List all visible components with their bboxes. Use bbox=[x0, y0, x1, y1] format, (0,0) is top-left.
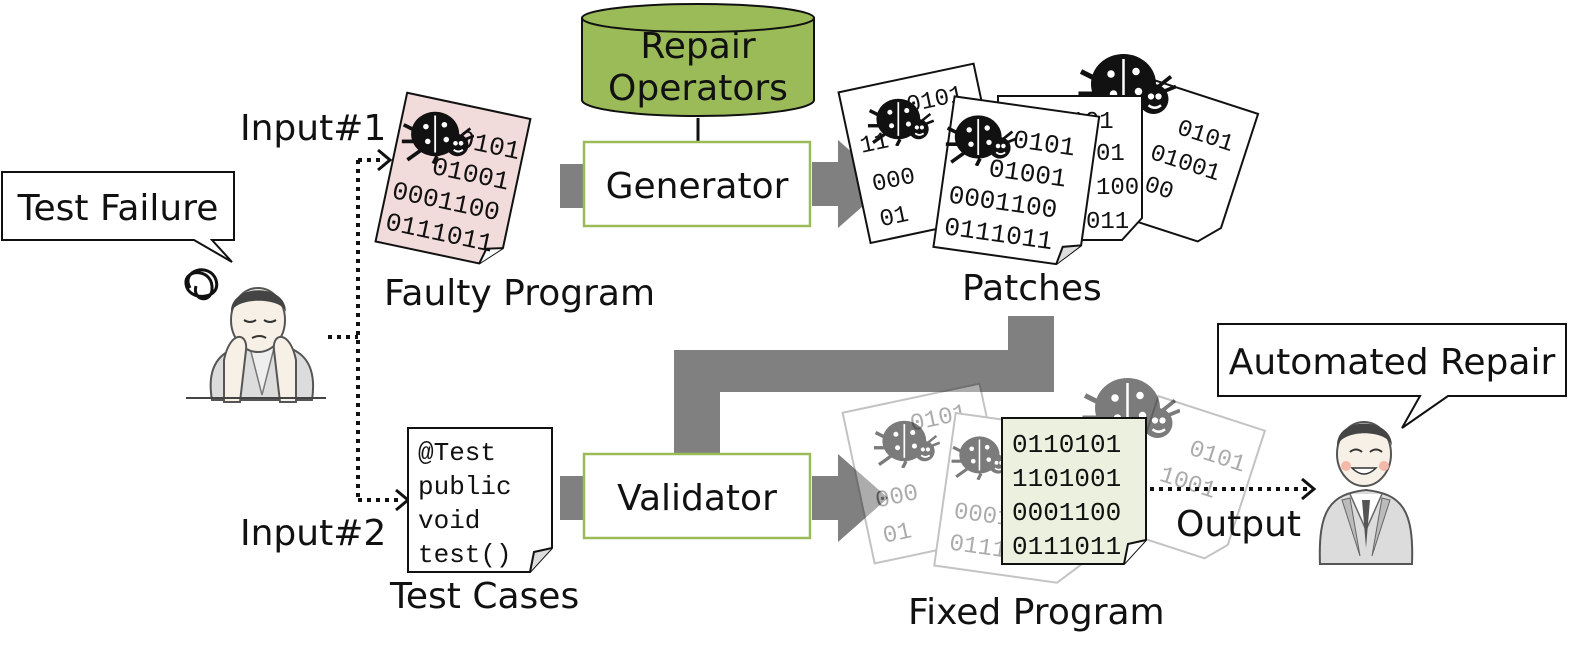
test-cases-document: @Test public void test() bbox=[407, 427, 553, 573]
fixed-code-line-3: 0001100 bbox=[1012, 498, 1121, 528]
test-code-line-3: void bbox=[418, 506, 480, 536]
repair-operators-line-2: Operators bbox=[608, 68, 788, 109]
input2-label: Input#2 bbox=[240, 513, 386, 554]
arrowhead-output bbox=[1301, 477, 1317, 501]
flow-arrows bbox=[560, 140, 1054, 542]
test-code-line-4: test() bbox=[418, 540, 512, 570]
fixed-program-document: 0110101 1101001 0001100 0111011 bbox=[1001, 417, 1147, 565]
worried-person-icon bbox=[184, 268, 326, 403]
faulty-program-label: Faulty Program bbox=[384, 273, 655, 314]
test-cases-label: Test Cases bbox=[389, 576, 579, 617]
svg-text:01: 01 bbox=[1096, 141, 1125, 168]
svg-text:100: 100 bbox=[1096, 175, 1139, 202]
happy-person-icon bbox=[1318, 421, 1414, 565]
test-code-line-2: public bbox=[418, 472, 512, 502]
arrowhead-input1 bbox=[377, 148, 393, 172]
input-connectors bbox=[328, 158, 398, 502]
faulty-program-document: 0101 01001 0001100 0111011 bbox=[374, 91, 532, 265]
fixed-program-label: Fixed Program bbox=[908, 592, 1165, 633]
automated-repair-text: Automated Repair bbox=[1229, 342, 1556, 383]
fixed-program-stack: 0101 1001 0101 000 01 0001 0111 011010 bbox=[841, 378, 1267, 584]
scribble-icon bbox=[184, 268, 219, 301]
fixed-code-line-4: 0111011 bbox=[1012, 532, 1121, 562]
patches-label: Patches bbox=[962, 268, 1102, 309]
svg-text:011: 011 bbox=[1086, 209, 1129, 236]
validator-box: Validator bbox=[582, 452, 812, 540]
fixed-code-line-2: 1101001 bbox=[1012, 464, 1121, 494]
test-failure-bubble: Test Failure bbox=[1, 171, 235, 263]
validator-label: Validator bbox=[617, 478, 777, 519]
generator-label: Generator bbox=[606, 166, 789, 207]
test-failure-text: Test Failure bbox=[17, 188, 219, 229]
patches-to-validator-arrow bbox=[674, 316, 1054, 456]
automated-repair-bubble: Automated Repair bbox=[1217, 323, 1567, 429]
generator-box: Generator bbox=[582, 140, 812, 228]
repair-operators-line-1: Repair bbox=[640, 26, 755, 67]
svg-text:01: 01 bbox=[881, 518, 915, 550]
patches-stack: 0101 01001 100 0101 11 000 01 0101 01 10… bbox=[837, 54, 1260, 266]
repair-operators-database: Repair Operators bbox=[581, 3, 815, 117]
input1-label: Input#1 bbox=[240, 108, 386, 149]
test-code-line-1: @Test bbox=[418, 438, 496, 468]
output-label: Output bbox=[1176, 504, 1301, 545]
fixed-code-line-1: 0110101 bbox=[1012, 430, 1121, 460]
svg-text:01: 01 bbox=[877, 202, 911, 234]
